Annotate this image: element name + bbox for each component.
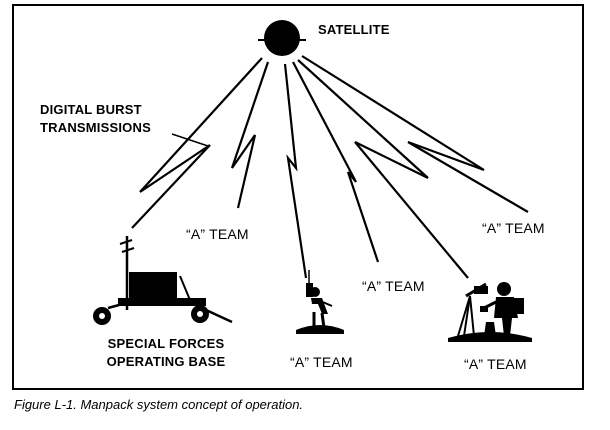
- figure-caption: Figure L-1. Manpack system concept of op…: [14, 397, 304, 412]
- transmission-bolt-team-5: [301, 55, 529, 213]
- digital-burst-label-line2: TRANSMISSIONS: [40, 120, 151, 135]
- transmission-bolt-team-3: [292, 61, 380, 263]
- satellite-label: SATELLITE: [318, 22, 390, 37]
- transmission-bolt-team-4: [297, 59, 469, 279]
- tripod-team-icon: [448, 282, 532, 342]
- seated-operator-icon: [296, 270, 344, 334]
- label-pointer-line: [171, 133, 209, 147]
- transmission-bolt-team-1: [230, 61, 270, 209]
- a-team-label-1: “A” TEAM: [186, 226, 249, 242]
- operating-base-label-line2: OPERATING BASE: [106, 354, 226, 369]
- satellite-icon: [258, 20, 306, 56]
- operating-base-radio-icon: [93, 236, 233, 325]
- a-team-label-5: “A” TEAM: [464, 356, 527, 372]
- a-team-label-3: “A” TEAM: [362, 278, 425, 294]
- digital-burst-label-line1: DIGITAL BURST: [40, 102, 142, 117]
- a-team-label-2: “A” TEAM: [482, 220, 545, 236]
- operating-base-label-line1: SPECIAL FORCES: [107, 336, 225, 351]
- transmission-bolt-base: [131, 57, 263, 229]
- a-team-label-4: “A” TEAM: [290, 354, 353, 370]
- transmission-bolt-team-2: [283, 63, 308, 279]
